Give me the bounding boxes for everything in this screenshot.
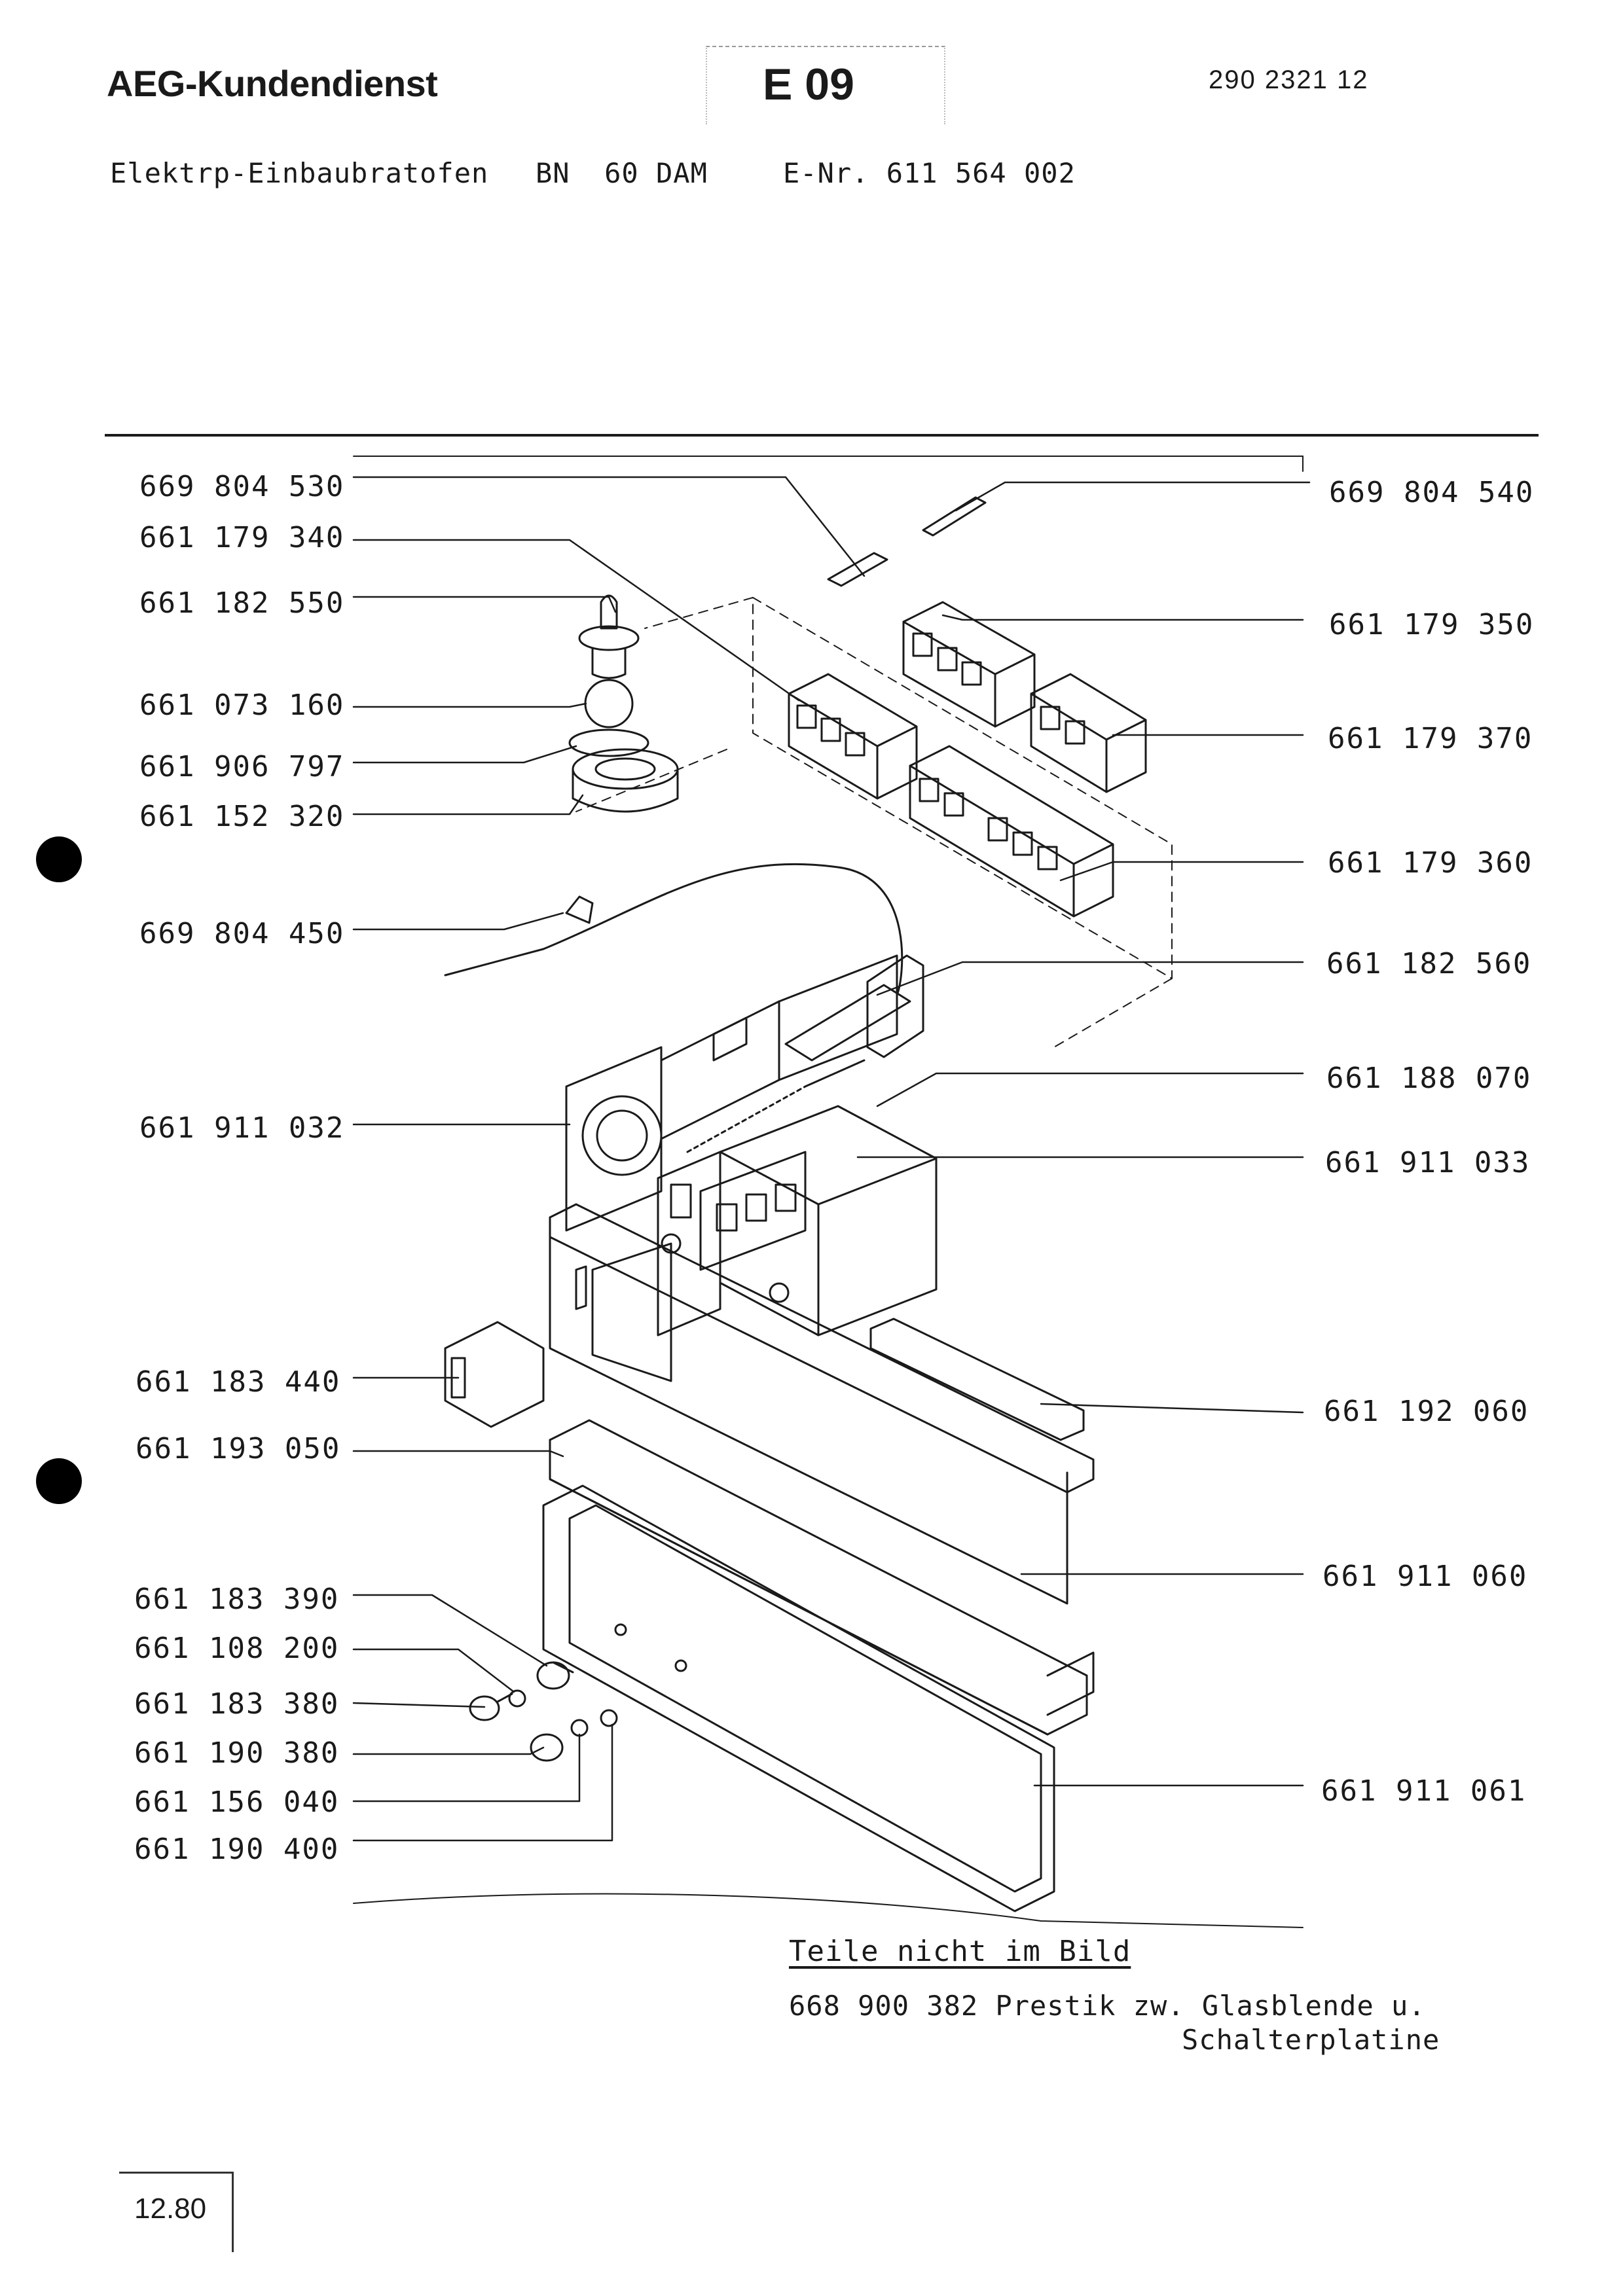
- part-label: 661 182 560: [1326, 947, 1532, 980]
- part-label: 669 804 540: [1329, 476, 1535, 509]
- relay-group-d: [909, 745, 1114, 918]
- notes-line-1: 668 900 382 Prestik zw. Glasblende u.: [789, 1990, 1426, 2022]
- part-label: 661 192 060: [1324, 1395, 1529, 1428]
- part-label: 661 183 380: [134, 1687, 340, 1721]
- part-label: 661 179 350: [1329, 608, 1535, 641]
- brand-title: AEG-Kundendienst: [107, 63, 438, 104]
- part-label: 661 073 160: [139, 689, 345, 722]
- small-parts: [469, 1661, 618, 1762]
- glass-panel: [542, 1484, 1055, 1912]
- handle-profile: [549, 1419, 1095, 1736]
- part-label: 661 906 797: [139, 750, 345, 783]
- part-label: 661 190 380: [134, 1736, 340, 1770]
- part-label: 661 179 360: [1328, 846, 1533, 880]
- date-frame: [119, 2172, 234, 2252]
- part-label: 661 188 070: [1326, 1062, 1532, 1095]
- document-number: 290 2321 12: [1209, 65, 1369, 94]
- part-label: 661 179 370: [1328, 722, 1533, 755]
- part-label: 669 804 530: [139, 470, 345, 503]
- part-label: 661 911 060: [1322, 1560, 1528, 1593]
- relay-group-c: [1030, 673, 1147, 793]
- notes-title: Teile nicht im Bild: [789, 1935, 1131, 1968]
- electronic-module: [657, 1105, 938, 1336]
- part-label: 661 152 320: [139, 800, 345, 833]
- part-label: 661 182 550: [139, 586, 345, 620]
- sheet-number: E 09: [763, 60, 854, 109]
- part-label: 661 108 200: [134, 1632, 340, 1665]
- notes-line-2: Schalterplatine: [1182, 2024, 1440, 2056]
- product-name: Elektrp-Einbaubratofen: [110, 157, 489, 189]
- temperature-sensor: [444, 863, 903, 996]
- part-label: 661 156 040: [134, 1785, 340, 1819]
- switch-mechanism: [565, 954, 898, 1232]
- punch-hole-bottom: [36, 1458, 82, 1504]
- part-label: 661 911 061: [1321, 1774, 1527, 1808]
- sheet-frame: [706, 46, 945, 124]
- part-label: 661 183 440: [136, 1365, 341, 1399]
- part-label: 661 911 032: [139, 1111, 345, 1145]
- part-label: 661 183 390: [134, 1583, 340, 1616]
- part-label: 661 911 033: [1325, 1146, 1531, 1179]
- model-name: BN 60 DAM: [536, 157, 708, 189]
- header-rule: [105, 434, 1539, 437]
- part-label: 661 190 400: [134, 1833, 340, 1866]
- relay-group-a: [788, 673, 918, 800]
- relay-group-b: [902, 601, 1036, 728]
- control-panel-plate: [549, 1203, 1095, 1605]
- issue-date: 12.80: [134, 2193, 207, 2225]
- part-label: 669 804 450: [139, 917, 345, 950]
- e-number: E-Nr. 611 564 002: [783, 157, 1076, 189]
- punch-hole-top: [36, 836, 82, 882]
- part-label: 661 193 050: [136, 1432, 341, 1465]
- part-label: 661 179 340: [139, 521, 345, 554]
